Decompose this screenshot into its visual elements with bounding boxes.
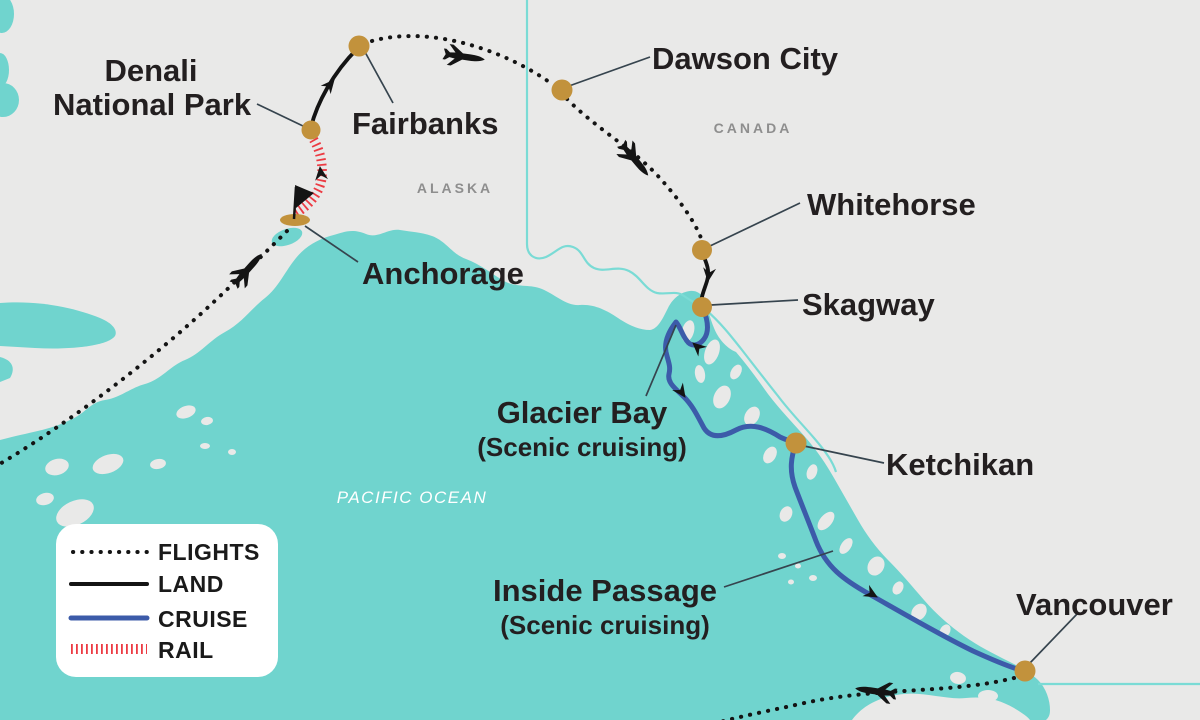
marker-ketchikan xyxy=(785,432,807,454)
leader-lines xyxy=(256,51,1079,665)
label-skagway: Skagway xyxy=(802,287,935,322)
legend-label-rail: RAIL xyxy=(158,637,214,663)
label-pacific-ocean: PACIFIC OCEAN xyxy=(337,488,487,507)
flag-icon xyxy=(292,185,314,220)
legend-label-flights: FLIGHTS xyxy=(158,539,260,565)
label-anchorage: Anchorage xyxy=(362,256,524,291)
marker-skagway xyxy=(692,297,712,317)
city-markers xyxy=(280,35,1036,682)
marker-denali xyxy=(301,120,321,140)
marker-whitehorse xyxy=(692,240,712,260)
map-labels: Denali National Park Fairbanks Dawson Ci… xyxy=(53,41,1173,640)
marker-vancouver xyxy=(1014,660,1036,682)
label-inside-passage-sub: (Scenic cruising) xyxy=(500,610,710,640)
land-route-denali-fairbanks xyxy=(309,47,359,129)
legend-label-land: LAND xyxy=(158,571,224,597)
legend-item-cruise: CRUISE xyxy=(68,606,248,632)
marker-fairbanks xyxy=(348,35,370,57)
flight-route-from-vancouver xyxy=(719,676,1016,720)
legend-item-land: LAND xyxy=(69,571,224,597)
marker-anchorage xyxy=(280,214,310,226)
cruise-route xyxy=(663,305,1027,674)
routes xyxy=(0,34,1027,720)
legend-item-flights: FLIGHTS xyxy=(71,539,260,565)
flight-route-dawson-whitehorse xyxy=(565,97,703,240)
vancouver-island xyxy=(852,693,1030,720)
label-inside-passage: Inside Passage xyxy=(493,573,717,608)
label-dawson-city: Dawson City xyxy=(652,41,839,76)
legend: FLIGHTS LAND CRUISE RAIL xyxy=(56,524,278,677)
legend-box xyxy=(56,524,278,677)
label-fairbanks: Fairbanks xyxy=(352,106,498,141)
legend-label-cruise: CRUISE xyxy=(158,606,248,632)
label-whitehorse: Whitehorse xyxy=(807,187,976,222)
label-canada: CANADA xyxy=(714,120,793,136)
alaska-canada-border-river xyxy=(525,0,702,307)
label-glacier-bay: Glacier Bay xyxy=(497,395,668,430)
label-alaska: ALASKA xyxy=(417,180,493,196)
label-denali-line1: Denali xyxy=(104,53,197,88)
marker-dawson-city xyxy=(551,79,573,101)
rail-route-anchorage-denali xyxy=(293,134,327,218)
label-ketchikan: Ketchikan xyxy=(886,447,1034,482)
flight-route-to-anchorage xyxy=(0,227,291,467)
label-vancouver: Vancouver xyxy=(1016,587,1173,622)
label-denali-line2: National Park xyxy=(53,87,252,122)
legend-item-rail: RAIL xyxy=(71,637,214,663)
islands xyxy=(36,320,1030,720)
label-glacier-bay-sub: (Scenic cruising) xyxy=(477,432,687,462)
